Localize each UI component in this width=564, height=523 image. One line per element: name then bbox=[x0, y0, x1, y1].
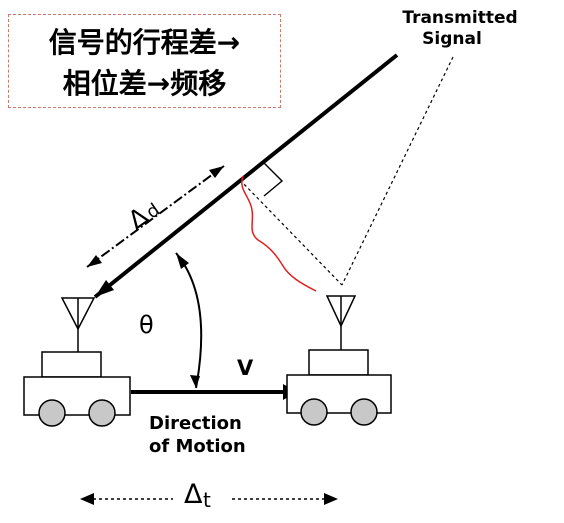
right-vehicle-wheel-icon bbox=[300, 398, 328, 426]
theta-label: θ bbox=[139, 311, 154, 339]
delta-d-arrowhead-right bbox=[209, 166, 224, 178]
delta-t-label: Δ t bbox=[184, 479, 211, 512]
delta-t-arrowhead-right bbox=[324, 493, 338, 505]
delta-d-arrowhead-left bbox=[87, 255, 102, 267]
theta-arc bbox=[175, 252, 203, 389]
delta-d-label: Δ d bbox=[123, 199, 164, 234]
right-vehicle-wheel-icon bbox=[350, 398, 378, 426]
perpendicular-line bbox=[239, 179, 343, 286]
right-vehicle-cab bbox=[308, 349, 369, 376]
velocity-label: V bbox=[237, 356, 254, 380]
right-angle-marker bbox=[262, 161, 284, 197]
delta-t-symbol: Δ bbox=[184, 479, 203, 510]
signal-line-right bbox=[341, 56, 454, 286]
delta-t-subscript: t bbox=[203, 488, 211, 512]
title-line-2: 相位差→频移 bbox=[62, 67, 227, 100]
title-box: 信号的行程差→ 相位差→频移 bbox=[8, 14, 281, 108]
left-vehicle-wheel-icon bbox=[88, 399, 116, 427]
left-vehicle-cab bbox=[41, 351, 102, 378]
delta-t-arrowhead-left bbox=[80, 493, 94, 505]
theta-arrowhead-bottom bbox=[190, 375, 200, 388]
title-line-1: 信号的行程差→ bbox=[48, 26, 241, 59]
theta-arrowhead-top bbox=[176, 253, 189, 269]
direction-label-line2: of Motion bbox=[149, 436, 246, 457]
transmitted-label-line2: Signal bbox=[422, 29, 482, 49]
left-vehicle bbox=[23, 297, 131, 427]
delta-d-arrow bbox=[86, 165, 225, 268]
direction-label-line1: Direction bbox=[149, 413, 242, 434]
path-difference-brace bbox=[241, 175, 317, 292]
transmitted-label-line1: Transmitted bbox=[402, 8, 517, 28]
right-vehicle bbox=[286, 295, 392, 426]
signal-line-left bbox=[93, 53, 399, 299]
left-vehicle-wheel-icon bbox=[38, 399, 66, 427]
signal-arrowhead-left bbox=[95, 280, 114, 297]
